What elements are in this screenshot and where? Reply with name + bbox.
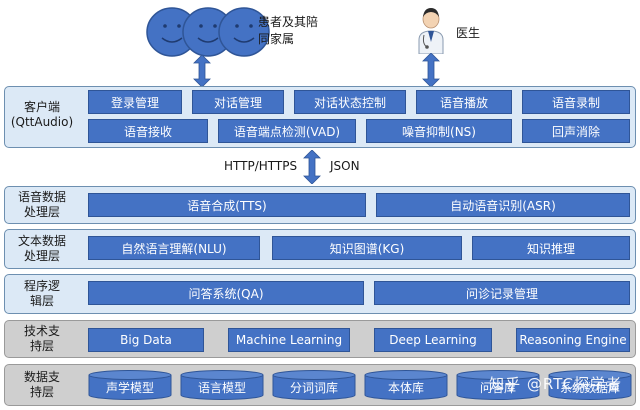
acoustic-model-db: 声学模型 (88, 370, 172, 400)
lexicon-label: 分词词库 (289, 381, 338, 395)
kg-module: 知识图谱(KG) (272, 236, 462, 260)
protocol-http: HTTP/HTTPS (224, 159, 298, 173)
asr-module: 自动语音识别(ASR) (376, 193, 630, 217)
voice-receiving: 语音接收 (88, 119, 208, 143)
dialog-state-control: 对话状态控制 (294, 90, 406, 114)
system-db-label: 系统数据库 (559, 381, 620, 395)
tts-module: 语音合成(TTS) (88, 193, 366, 217)
client-server-arrow (303, 150, 321, 184)
deep-learning-module: Deep Learning (374, 328, 492, 352)
acoustic-model-label: 声学模型 (105, 381, 154, 395)
protocol-json: JSON (330, 159, 360, 173)
qa-db-label: 问答库 (479, 381, 516, 395)
reasoning-engine-module: Reasoning Engine (516, 328, 630, 352)
consultation-record-module: 问诊记录管理 (374, 281, 630, 305)
nlu-module: 自然语言理解(NLU) (88, 236, 260, 260)
system-db: 系统数据库 (548, 370, 632, 400)
text-layer-label: 文本数据 处理层 (17, 234, 66, 263)
tech-layer-label: 技术支 持层 (23, 324, 60, 353)
doctor-client-arrow (422, 53, 440, 87)
vad-module: 语音端点检测(VAD) (218, 119, 356, 143)
language-model-db: 语言模型 (180, 370, 264, 400)
client-layer-label: 客户端 (QttAudio) (10, 100, 74, 129)
patient-icon (146, 6, 272, 58)
voice-recording: 语音录制 (522, 90, 630, 114)
ontology-db: 本体库 (364, 370, 448, 400)
login-management: 登录管理 (88, 90, 182, 114)
qa-system-module: 问答系统(QA) (88, 281, 364, 305)
patient-client-arrow (193, 55, 211, 87)
watermark: 知乎 @RTC探学者 (489, 375, 622, 393)
language-model-label: 语言模型 (197, 381, 246, 395)
noise-suppression: 噪音抑制(NS) (366, 119, 512, 143)
ontology-label: 本体库 (387, 381, 424, 395)
logic-layer-label: 程序逻 辑层 (23, 279, 60, 308)
doctor-label: 医生 (456, 26, 481, 40)
doctor-icon (414, 4, 448, 55)
lexicon-db: 分词词库 (272, 370, 356, 400)
voice-playback: 语音播放 (416, 90, 512, 114)
qa-db: 问答库 (456, 370, 540, 400)
echo-cancellation: 回声消除 (522, 119, 630, 143)
machine-learning-module: Machine Learning (228, 328, 350, 352)
speech-layer-label: 语音数据 处理层 (17, 190, 66, 219)
dialog-management: 对话管理 (192, 90, 284, 114)
reasoning-module: 知识推理 (472, 236, 630, 260)
data-layer-label: 数据支 持层 (23, 370, 60, 399)
big-data-module: Big Data (88, 328, 204, 352)
patient-label: 患者及其陪 同家属 (258, 15, 319, 46)
